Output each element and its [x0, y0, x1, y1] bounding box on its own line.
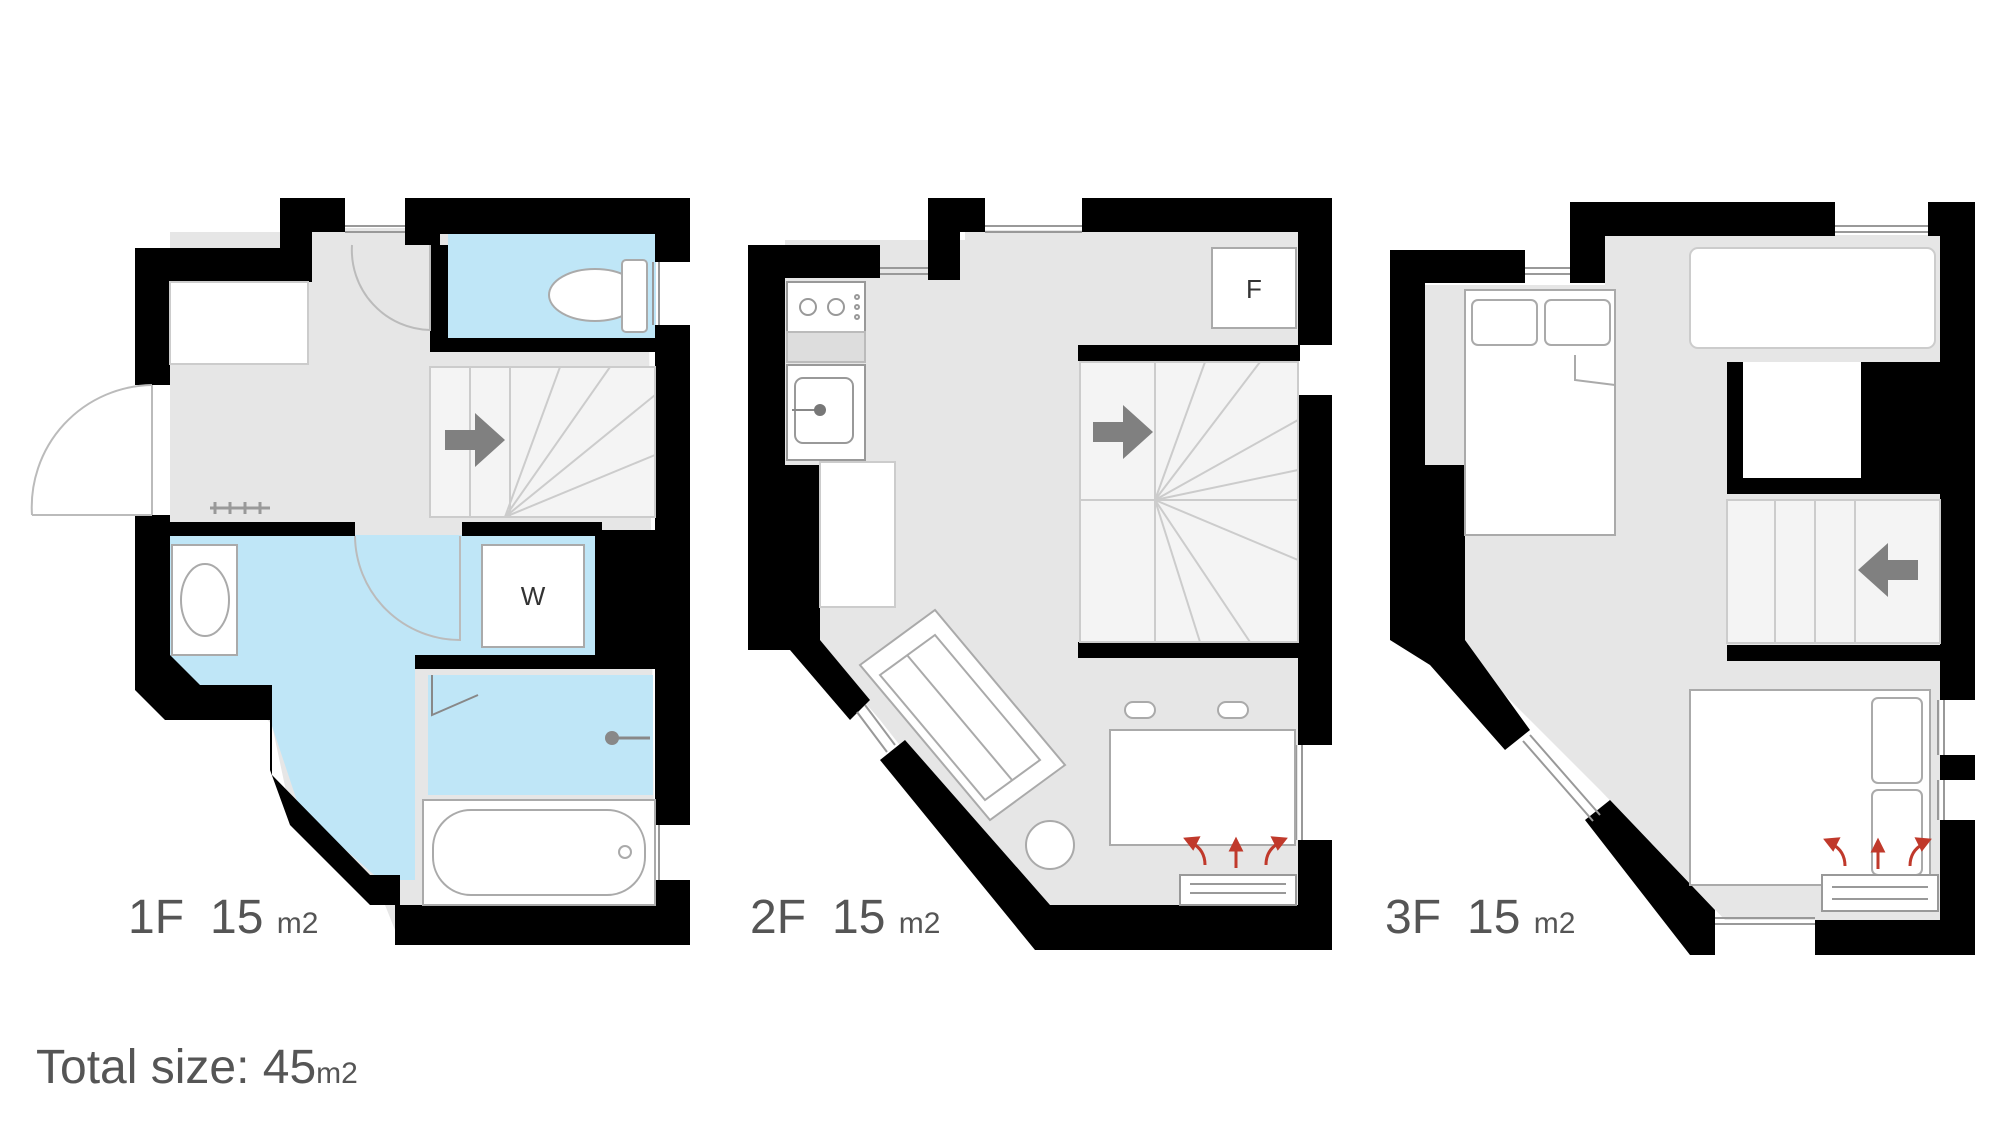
cooktop-2f: [786, 281, 866, 333]
floor-plan-3f: [1390, 202, 1975, 955]
bed-3f: [1689, 689, 1931, 886]
wall-interior-1f: [430, 245, 448, 350]
kitchen-cabinet-2f: [819, 461, 896, 608]
closet-3f: [1743, 362, 1861, 478]
wall-interior-3f: [1727, 478, 1940, 494]
window-3f: [1522, 225, 1945, 925]
fridge-2f: [1211, 247, 1297, 329]
radiator-2f: [1179, 874, 1297, 906]
total-size-unit: m2: [316, 1057, 358, 1090]
wall-interior-1f: [430, 338, 655, 352]
wall-2f: [748, 198, 1332, 950]
wall-interior-2f: [1078, 642, 1300, 658]
sofa-2f: [858, 608, 1067, 822]
floor-area-unit: m2: [898, 907, 941, 940]
side-table-2f: [1025, 820, 1075, 870]
floor-area: 15: [210, 891, 264, 944]
radiator-3f: [1821, 874, 1939, 912]
wall-interior-3f: [1861, 362, 1940, 478]
floor-plan-1f: W: [30, 198, 690, 945]
stair-direction-arrow-1f: [445, 413, 505, 467]
washing-machine-1f: [481, 544, 585, 648]
door-arc-1f: [354, 535, 461, 642]
entrance-door-1f: [30, 384, 153, 516]
wall-interior-1f: [170, 522, 355, 536]
washer-label: W: [521, 581, 546, 611]
total-size-text: Total size: 45: [36, 1041, 317, 1094]
stair-direction-arrow-3f: [1858, 543, 1918, 597]
wall-interior-2f: [1078, 345, 1300, 361]
wall-interior-1f: [415, 655, 655, 669]
floor-id: 2F: [750, 891, 807, 944]
heat-flow-arrows-2f: [1183, 836, 1288, 868]
kitchen-counter-2f: [786, 331, 866, 363]
heat-flow-arrows-3f: [1823, 837, 1932, 869]
door-arc-1f: [350, 244, 431, 332]
wall-interior-1f: [462, 522, 602, 536]
shower-head-1f: [605, 731, 650, 745]
wall-interior-3f: [1727, 645, 1940, 661]
fridge-label: F: [1246, 274, 1262, 304]
floor-area: 15: [1467, 891, 1521, 944]
kitchen-sink-2f: [786, 364, 866, 461]
washbasin-1f: [171, 544, 238, 656]
shower-door-1f: [431, 675, 479, 717]
floor-label-3f: 3F 15 m2: [1385, 890, 1575, 945]
stair-direction-arrow-2f: [1093, 405, 1153, 459]
floor-plan-2f: F: [748, 198, 1332, 950]
floor-id: 3F: [1385, 891, 1442, 944]
wall-interior-1f: [595, 530, 655, 658]
staircase-2f: [1079, 361, 1299, 643]
bed-3f: [1464, 289, 1616, 536]
floor-id: 1F: [128, 891, 185, 944]
wall-1f: [135, 198, 690, 945]
shower-area-1f: [428, 675, 653, 795]
wall-interior-3f: [1727, 362, 1743, 487]
wardrobe-3f: [1689, 247, 1936, 349]
radiator-1f: [210, 502, 270, 514]
floor-area: 15: [832, 891, 886, 944]
cabinet-1f: [169, 281, 309, 365]
floor-label-2f: 2F 15 m2: [750, 890, 940, 945]
toilet-1f: [548, 259, 648, 333]
floor-label-1f: 1F 15 m2: [128, 890, 318, 945]
wall-3f: [1390, 202, 1975, 955]
floor-area-unit: m2: [276, 907, 319, 940]
dining-table-2f: [1109, 701, 1296, 846]
floor-area-unit: m2: [1533, 907, 1576, 940]
total-size-label: Total size: 45m2: [36, 1040, 358, 1095]
bathtub-1f: [422, 799, 656, 906]
